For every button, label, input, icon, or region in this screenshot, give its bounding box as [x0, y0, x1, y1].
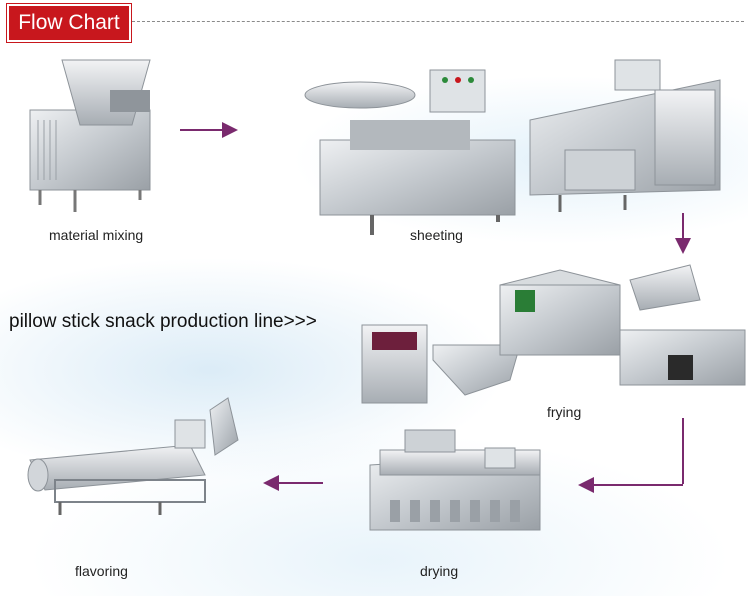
label-sheeting: sheeting [410, 227, 463, 243]
label-drying: drying [420, 563, 459, 579]
fryer-machine [361, 264, 746, 404]
material-mixer-machine [29, 59, 151, 212]
title-divider [132, 21, 744, 22]
flavoring-drum-machine [27, 397, 239, 515]
cutting-machine [529, 59, 721, 212]
label-flavoring: flavoring [75, 563, 128, 579]
sheeting-machine [304, 69, 516, 235]
flow-arrows [180, 122, 691, 493]
label-frying: frying [547, 404, 582, 420]
label-material-mixing: material mixing [49, 227, 144, 243]
production-line-headline: pillow stick snack production line>>> [9, 311, 317, 332]
dryer-machine [369, 429, 541, 531]
page-title: Flow Chart [7, 4, 131, 42]
